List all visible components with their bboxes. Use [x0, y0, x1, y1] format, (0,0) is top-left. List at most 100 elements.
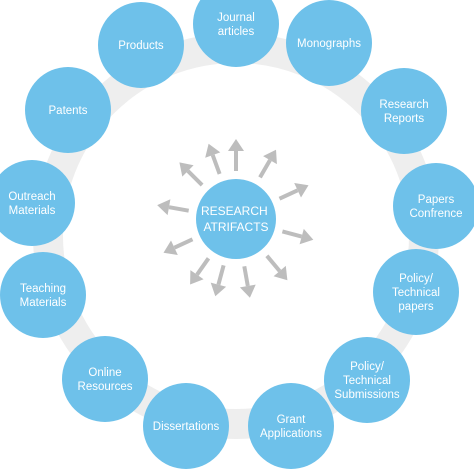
arrow-shaft — [281, 229, 303, 239]
arrow — [239, 265, 256, 298]
arrow-shaft — [265, 254, 282, 273]
node-label-line: Teaching — [20, 283, 66, 295]
node-journal-articles: Journal articles — [193, 0, 279, 67]
arrow — [278, 183, 309, 201]
arrow — [179, 162, 204, 187]
node-label-line: Dissertations — [153, 421, 220, 433]
node-label-line: Grant — [277, 414, 307, 426]
node-label-line: Online — [88, 367, 121, 379]
node-circle — [62, 336, 148, 422]
node-label-line: Submissions — [334, 389, 399, 401]
center-label: RESEARCH ATRIFACTS — [201, 204, 271, 234]
node-label-line: Policy/ — [350, 361, 385, 373]
arrow-head — [299, 228, 314, 245]
node-label-line: Applications — [260, 428, 322, 440]
node-products: Products — [98, 2, 184, 88]
arrow-head — [163, 240, 178, 255]
node-circle — [25, 67, 111, 153]
arrow — [281, 228, 314, 245]
node-patents: Patents — [25, 67, 111, 153]
node-dissertations: Dissertations — [143, 383, 229, 469]
node-monographs: Monographs — [286, 0, 372, 86]
node-label-line: Journal — [217, 12, 255, 24]
node-label: Patents — [49, 105, 88, 117]
node-label-line: articles — [218, 26, 255, 38]
arrow — [190, 257, 211, 285]
arrow-head — [210, 282, 227, 297]
arrow-head — [263, 149, 277, 165]
arrow — [228, 139, 244, 171]
arrow — [163, 237, 194, 255]
node-label: Products — [118, 40, 164, 52]
node-label-line: papers — [398, 301, 433, 313]
arrow — [210, 264, 227, 297]
arrows-group — [157, 139, 314, 298]
node-label-line: Reports — [384, 113, 425, 125]
arrow-shaft — [216, 264, 226, 286]
arrow — [157, 199, 190, 216]
node-circle — [0, 160, 75, 246]
arrow-shaft — [242, 265, 250, 287]
arrow-shaft — [195, 257, 211, 276]
arrow-head — [179, 162, 194, 177]
node-label-line: Materials — [9, 205, 56, 217]
center-circle — [196, 179, 276, 259]
node-policy-technical-papers: Policy/Technical papers — [373, 249, 459, 335]
node-label-line: Technical — [343, 375, 391, 387]
node-label: Monographs — [297, 38, 361, 50]
node-circle — [143, 383, 229, 469]
node-circle — [0, 252, 86, 338]
node-label-line: Outreach — [8, 191, 55, 203]
arrow-shaft — [168, 205, 190, 213]
arrow-shaft — [258, 159, 272, 179]
node-circle — [286, 0, 372, 86]
arrow-head — [157, 199, 171, 216]
arrow-shaft — [210, 154, 222, 175]
arrow-head — [205, 143, 221, 158]
arrow-head — [294, 183, 309, 198]
node-label-line: Policy/ — [399, 273, 434, 285]
arrow — [205, 143, 222, 175]
node-circle — [361, 68, 447, 154]
node-label-line: Monographs — [297, 38, 361, 50]
center-node: RESEARCH ATRIFACTS — [196, 179, 276, 259]
node-label-line: Resources — [78, 381, 133, 393]
node-label-line: Technical — [392, 287, 440, 299]
node-circle — [193, 0, 279, 67]
node-circle — [98, 2, 184, 88]
node-label-line: Papers — [418, 194, 455, 206]
node-circle — [373, 249, 459, 335]
node-circle — [393, 163, 474, 249]
arrow — [258, 149, 277, 179]
node-label: Policy/Technical papers — [392, 273, 440, 313]
node-label-line: Research — [379, 99, 428, 111]
node-label: Dissertations — [153, 421, 220, 433]
node-label: Journal articles — [217, 12, 255, 38]
arrow-shaft — [173, 237, 194, 250]
node-circle — [324, 337, 410, 423]
arrow-shaft — [186, 169, 204, 187]
node-label-line: Confrence — [409, 208, 462, 220]
arrow-shaft — [278, 188, 299, 201]
arrow-head — [190, 270, 204, 285]
arrow-head — [228, 139, 244, 151]
arrow-head — [273, 265, 288, 281]
node-label-line: Materials — [20, 297, 67, 309]
arrow — [265, 254, 288, 281]
center-label-line-1: RESEARCH — [201, 204, 268, 218]
center-label-line-2: ATRIFACTS — [203, 220, 268, 234]
